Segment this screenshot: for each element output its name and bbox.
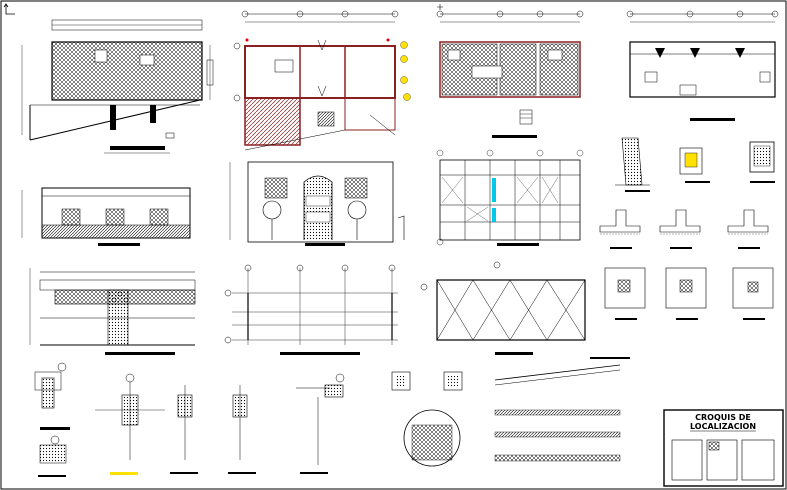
floor-plan-4 [626,10,779,121]
detail-footing-plans [604,267,774,320]
detail-footings [599,209,769,249]
floor-plan-2 [233,10,411,151]
detail-beam-column-3 [170,385,256,474]
location-sketch-title-line2: LOCALIZACION [690,422,756,431]
detail-column-sections-small [391,371,463,467]
location-sketch-box: CROQUIS DE LOCALIZACION [663,409,784,487]
section-cut-1 [29,268,196,355]
elevation-2 [229,161,405,246]
floor-plan-3 [436,4,584,138]
detail-column-section [615,137,775,192]
roof-plan-slopes [420,261,586,355]
floor-plan-1 [21,19,214,154]
detail-beam-column-1 [34,362,70,477]
detail-beam-column-4 [296,373,345,474]
roof-plan-grid [224,264,398,355]
ucs-axis-icon [3,3,15,15]
elevation-1 [21,187,191,246]
detail-roof-sections [494,357,630,462]
location-sketch-title-line1: CROQUIS DE [695,413,751,422]
elevation-3 [436,149,584,246]
detail-beam-column-2 [95,373,165,475]
